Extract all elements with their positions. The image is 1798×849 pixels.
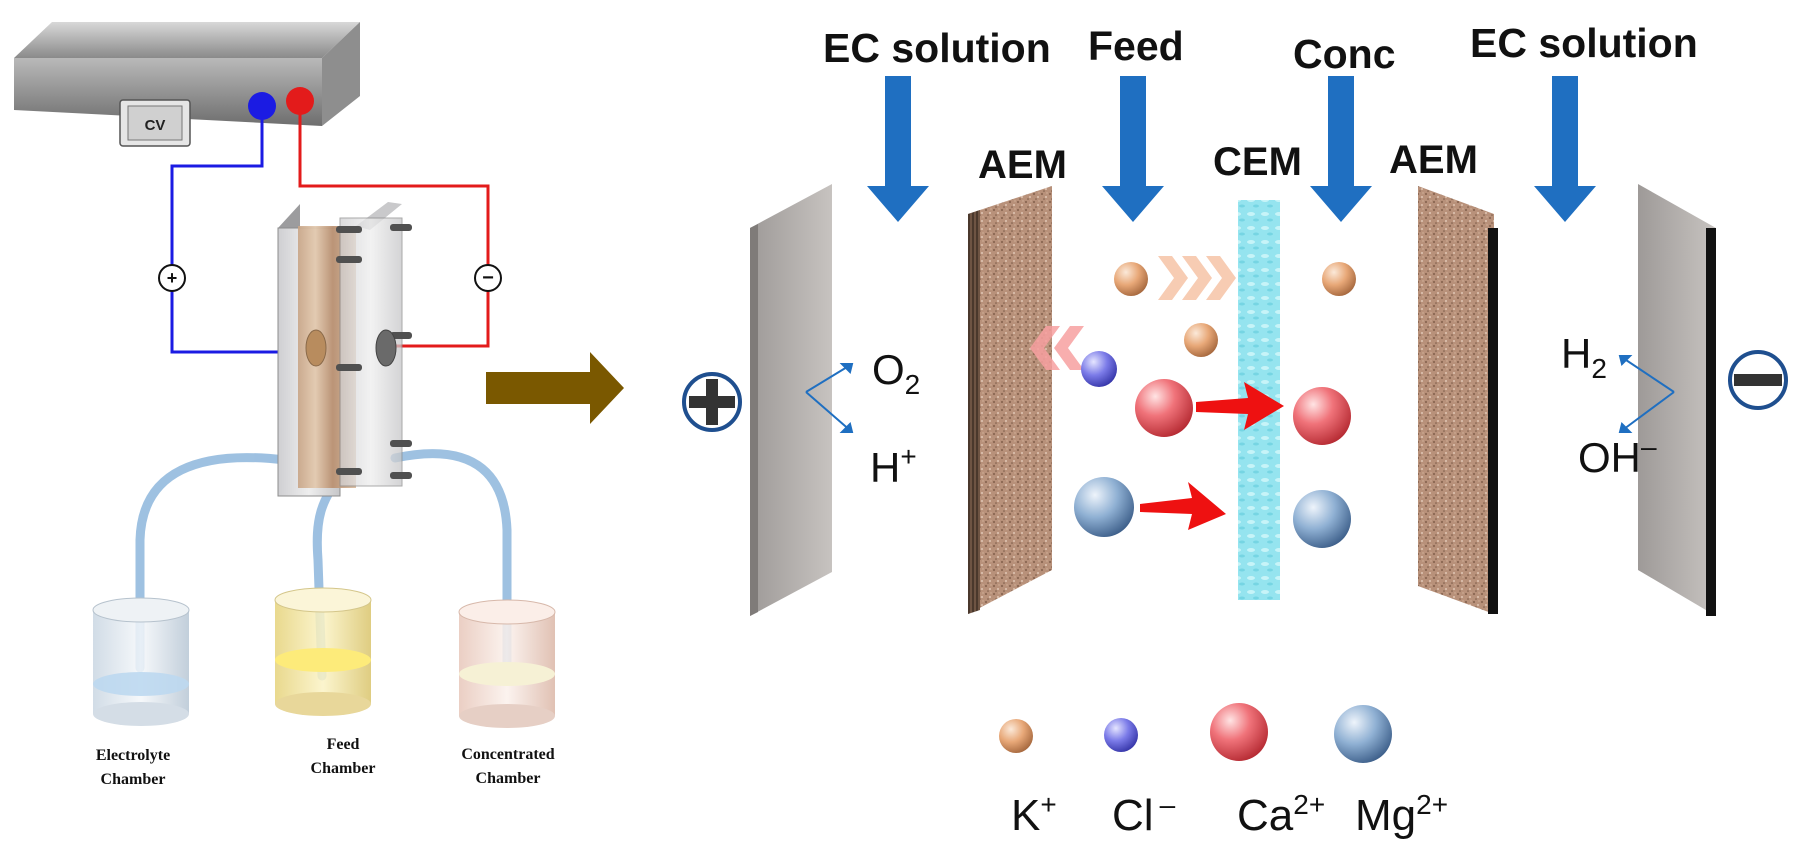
aem-membrane-left xyxy=(968,186,1052,614)
chamber-label-concentrated-2: Chamber xyxy=(476,770,541,787)
ion-mg-conc xyxy=(1293,490,1351,548)
chamber-label-electrolyte-1: Electrolyte xyxy=(96,747,170,764)
anode-symbol xyxy=(682,372,742,432)
ion-k-feed xyxy=(1114,262,1148,296)
membrane-label-aem-left: AEM xyxy=(978,143,1067,187)
ion-ca-conc xyxy=(1293,387,1351,445)
legend-label-cl: Cl– xyxy=(1112,789,1176,840)
chamber-label-feed-2: Chamber xyxy=(311,760,376,777)
membrane-label-cem: CEM xyxy=(1213,140,1302,184)
chamber-label-concentrated-1: Concentrated xyxy=(461,746,554,763)
ion-k-feed-2 xyxy=(1184,323,1218,357)
anode-sign: + xyxy=(158,264,186,292)
anode-product-h: H+ xyxy=(870,441,917,491)
stream-label-ec-left: EC solution xyxy=(823,25,1051,71)
membrane-label-aem-right: AEM xyxy=(1389,138,1478,182)
ion-mg-feed xyxy=(1074,477,1134,537)
process-arrow xyxy=(486,352,624,424)
chamber-label-electrolyte-2: Chamber xyxy=(101,771,166,788)
legend-label-mg: Mg2+ xyxy=(1355,789,1448,840)
cathode-reaction-lines xyxy=(1618,355,1675,433)
chamber-label-feed-1: Feed xyxy=(327,736,360,753)
aem-membrane-right xyxy=(1418,186,1498,614)
cl-migration-chevrons xyxy=(1030,326,1084,370)
svg-text:−: − xyxy=(482,267,494,289)
ion-k-conc xyxy=(1322,262,1356,296)
beaker-electrolyte xyxy=(92,597,190,726)
svg-text:+: + xyxy=(167,268,178,288)
power-supply-label: CV xyxy=(145,117,166,134)
legend-ca-marker xyxy=(1210,703,1268,761)
ion-cl-feed xyxy=(1081,351,1117,387)
stream-label-conc: Conc xyxy=(1293,31,1396,77)
cathode-product-h2: H2 xyxy=(1561,330,1607,384)
cathode-symbol xyxy=(1728,350,1788,410)
stream-label-ec-right: EC solution xyxy=(1470,20,1698,66)
k-migration-chevrons xyxy=(1158,256,1236,300)
stream-arrows xyxy=(867,76,1596,222)
legend-mg-marker xyxy=(1334,705,1392,763)
legend-cl-marker xyxy=(1104,718,1138,752)
ion-ca-feed xyxy=(1135,379,1193,437)
cathode-electrode xyxy=(1638,184,1716,616)
cathode-sign: − xyxy=(474,264,502,292)
positive-terminal xyxy=(286,87,314,115)
anode-reaction-lines xyxy=(805,363,854,433)
anode-product-o2: O2 xyxy=(872,346,920,400)
legend-label-ca: Ca2+ xyxy=(1237,789,1325,840)
negative-terminal xyxy=(248,92,276,120)
chamber-labels: Electrolyte Chamber Feed Chamber Concent… xyxy=(96,736,555,788)
anode-electrode xyxy=(750,184,832,616)
cathode-product-oh: OH– xyxy=(1578,431,1657,481)
transport-arrows xyxy=(1140,382,1284,530)
beaker-concentrated xyxy=(458,599,556,728)
ions-in-cell xyxy=(1074,262,1356,548)
beaker-feed xyxy=(274,587,372,716)
stream-label-feed: Feed xyxy=(1088,23,1184,69)
ed-cell-stack xyxy=(277,202,412,497)
power-supply: CV xyxy=(14,22,360,147)
legend-label-k: K+ xyxy=(1011,789,1057,840)
circuit-wires xyxy=(170,113,490,354)
legend-k-marker xyxy=(999,719,1033,753)
ion-legend: K+ Cl– Ca2+ Mg2+ xyxy=(999,703,1448,840)
